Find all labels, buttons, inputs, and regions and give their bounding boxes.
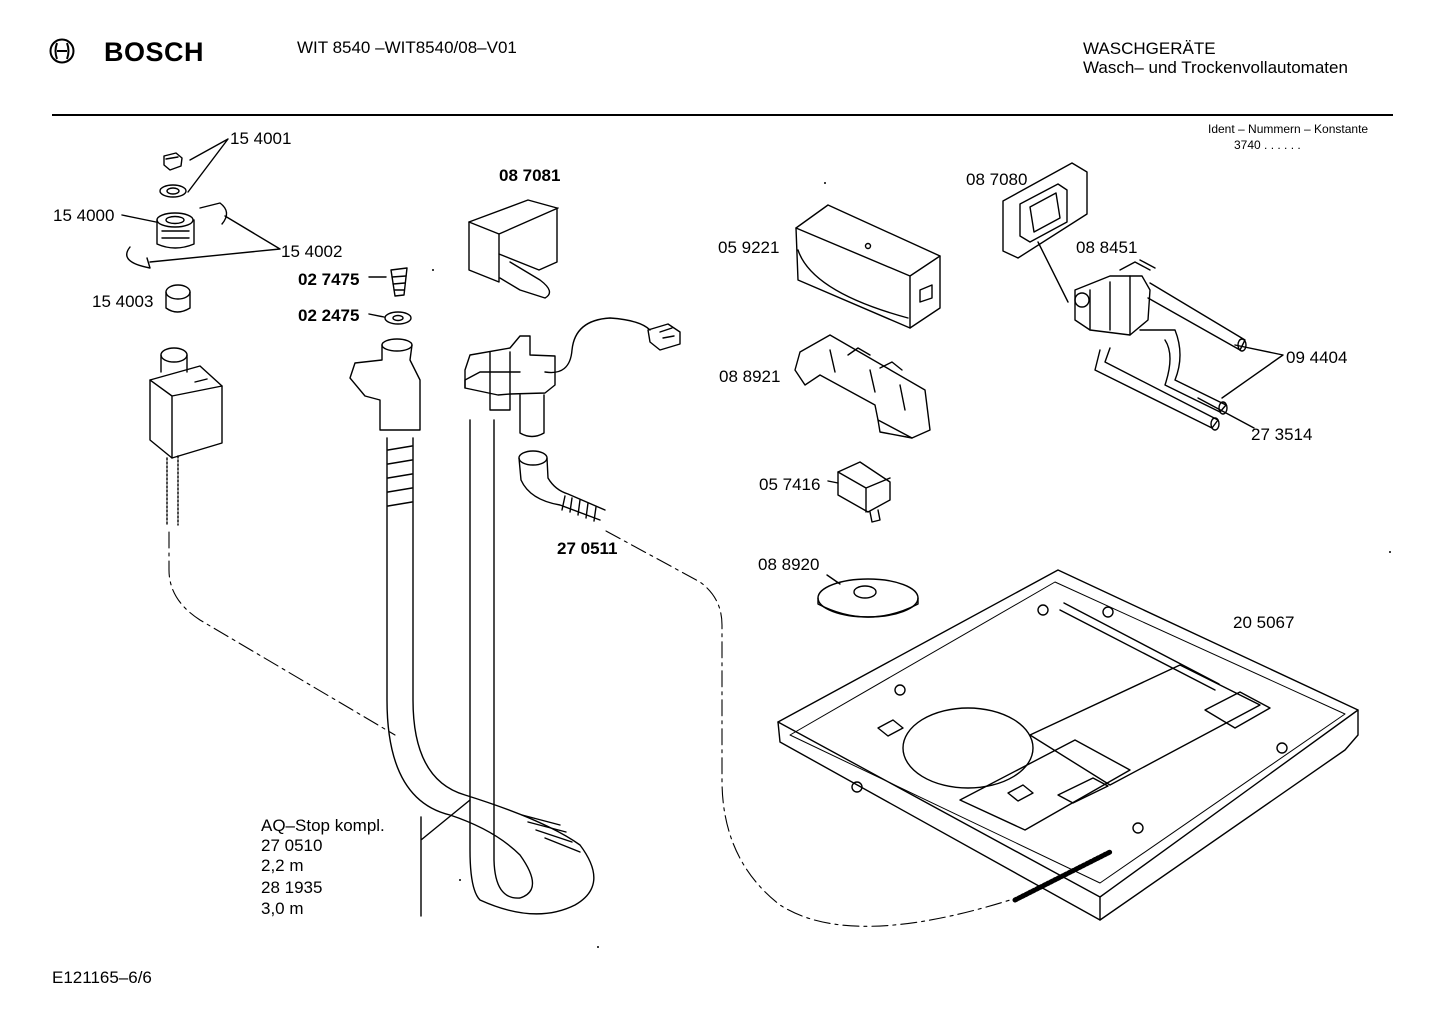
bracket-part — [794, 334, 931, 439]
aqstop-line: 27 0510 — [261, 836, 323, 855]
category-title: WASCHGERÄTE — [1083, 39, 1216, 58]
aqstop-title: AQ–Stop kompl. — [261, 816, 385, 835]
part-label-057416: 05 7416 — [759, 475, 821, 494]
part-label-027475: 02 7475 — [298, 270, 360, 289]
part-label-154003: 15 4003 — [92, 292, 154, 311]
aqstop-line: 2,2 m — [261, 856, 304, 875]
part-label-270511: 27 0511 — [557, 539, 618, 558]
ident-value: 3740 . . . . . . — [1234, 138, 1301, 152]
aqstop-line: 3,0 m — [261, 899, 304, 918]
connection-lines — [168, 530, 1011, 927]
brand-name: BOSCH — [104, 37, 205, 67]
header-rule — [52, 114, 1393, 116]
part-label-154002: 15 4002 — [281, 242, 343, 261]
part-label-273514: 27 3514 — [1251, 425, 1313, 444]
fitting-part — [156, 212, 195, 249]
aqstop-line: 28 1935 — [261, 878, 323, 897]
part-label-154001: 15 4001 — [230, 129, 292, 148]
scan-dots — [432, 182, 1391, 948]
part-label-088920: 08 8920 — [758, 555, 820, 574]
model-number: WIT 8540 –WIT8540/08–V01 — [297, 38, 517, 57]
part-label-087081: 08 7081 — [499, 166, 561, 185]
filter-part — [390, 267, 408, 297]
clip-part-2 — [126, 246, 151, 269]
bend-hose — [518, 450, 606, 522]
part-label-087080: 08 7080 — [966, 170, 1028, 189]
bosch-logo-icon — [49, 38, 75, 64]
inlet-valve-part — [1074, 259, 1247, 431]
cap-part — [165, 284, 191, 313]
drawing-id: E121165–6/6 — [52, 968, 152, 987]
hose-assembly — [349, 317, 681, 915]
part-label-088921: 08 8921 — [719, 367, 781, 386]
base-plate-part — [777, 569, 1359, 921]
cover-part — [468, 199, 559, 299]
part-label-094404: 09 4404 — [1286, 348, 1348, 367]
switch-part — [837, 461, 891, 523]
clip-part — [199, 202, 228, 225]
washer-part — [159, 184, 187, 198]
plate-part — [1002, 162, 1088, 259]
aqstop-valve — [149, 347, 223, 526]
part-label-154000: 15 4000 — [53, 206, 115, 225]
part-label-205067: 20 5067 — [1233, 613, 1295, 632]
disc-part — [817, 578, 919, 618]
ident-label: Ident – Nummern – Konstante — [1208, 122, 1369, 136]
nut-part — [163, 152, 183, 171]
housing-part — [795, 204, 941, 329]
category-subtitle: Wasch– und Trockenvollautomaten — [1083, 58, 1348, 77]
part-label-088451: 08 8451 — [1076, 238, 1138, 257]
part-label-022475: 02 2475 — [298, 306, 360, 325]
part-label-059221: 05 9221 — [718, 238, 780, 257]
seal-part — [384, 311, 412, 325]
